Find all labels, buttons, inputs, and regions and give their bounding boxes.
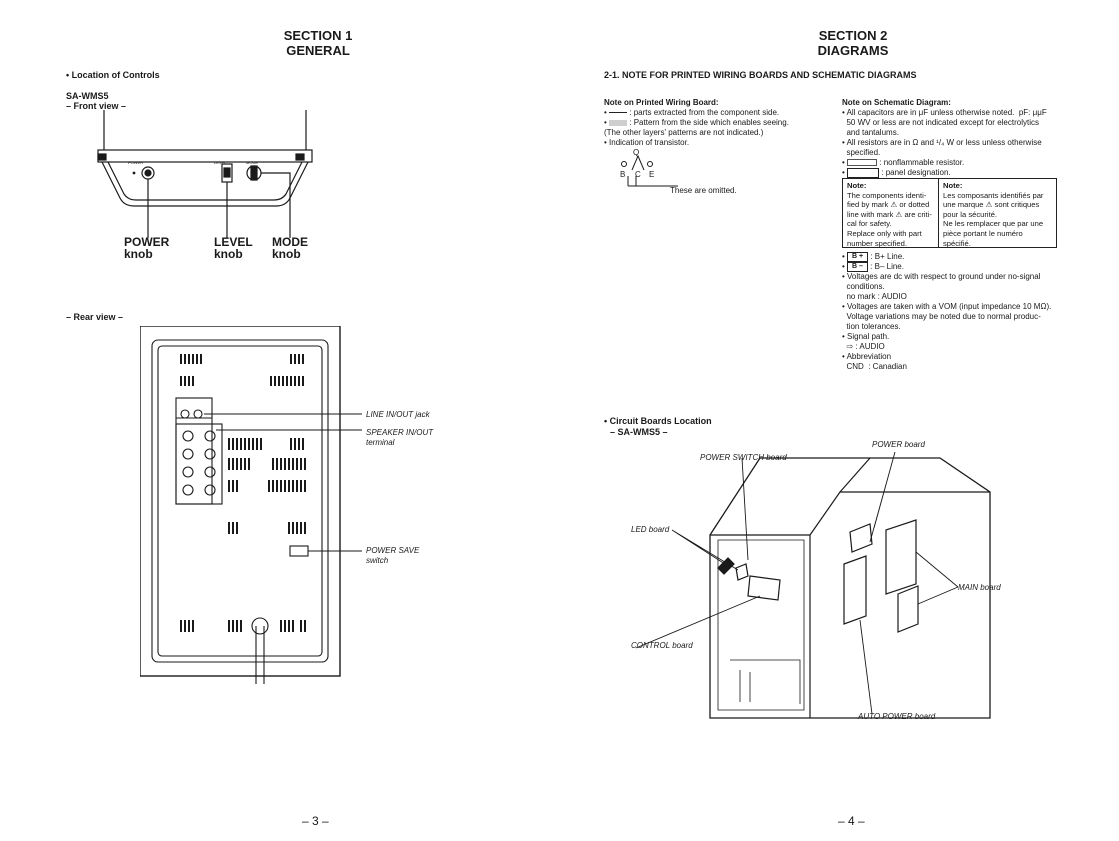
schematic-note: Note on Schematic Diagram: • All capacit…: [842, 98, 1056, 178]
led-board-label: LED board: [631, 525, 670, 534]
location-controls-bullet: • Location of Controls: [66, 70, 160, 80]
bplus-line: • B + : B+ Line.: [842, 252, 905, 262]
main-board-label: MAIN board: [958, 583, 1001, 592]
pwb-note: Note on Printed Wiring Board: • : parts …: [604, 98, 824, 148]
transistor-e: E: [649, 170, 655, 179]
safety-note-en: Note: The components identi- fied by mar…: [843, 179, 939, 248]
rear-view-caption: – Rear view –: [66, 312, 124, 322]
rear-view-diagram: [140, 326, 362, 684]
circuit-boards-diagram: [635, 451, 991, 719]
section-heading: GENERAL: [286, 43, 350, 58]
transistor-c: C: [635, 170, 641, 179]
auto-power-board-label: AUTO POWER board: [858, 712, 936, 721]
section-number: SECTION 2: [818, 28, 888, 43]
pwb-line-2: • : Pattern from the side which enables …: [604, 118, 789, 127]
front-view-diagram: [97, 110, 313, 238]
section-1-title: SECTION 1 GENERAL: [218, 28, 418, 58]
pwb-line-4: • Indication of transistor.: [604, 138, 690, 147]
model-name: SA-WMS5: [66, 91, 109, 101]
section-heading: DIAGRAMS: [817, 43, 889, 58]
front-view-caption: – Front view –: [66, 101, 127, 111]
safety-note-box: Note: The components identi- fied by mar…: [842, 178, 1057, 248]
pwb-line-1: • : parts extracted from the component s…: [604, 108, 780, 117]
power-board-label: POWER board: [872, 440, 925, 449]
boards-location-bullet: • Circuit Boards Location: [604, 416, 712, 426]
schematic-after-notes: • B + : B+ Line. • B – : B– Line. • Volt…: [842, 252, 1056, 372]
section-number: SECTION 1: [283, 28, 353, 43]
front-mode-mark: MODE: [246, 160, 258, 165]
pwb-note-title: Note on Printed Wiring Board:: [604, 98, 719, 107]
subheading-2-1: 2-1. NOTE FOR PRINTED WIRING BOARDS AND …: [604, 70, 917, 80]
page-number-3: – 3 –: [302, 814, 329, 828]
transistor-q: Q: [633, 148, 640, 157]
panel-designation-line: • : panel designation.: [842, 168, 951, 178]
power-switch-board-label: POWER SWITCH board: [700, 453, 787, 462]
bminus-line: • B – : B– Line.: [842, 262, 904, 273]
transistor-indication-diagram: [621, 154, 678, 187]
front-power-mark: POWER: [128, 160, 144, 165]
front-level-mark: LEVEL: [214, 160, 227, 165]
transistor-omitted-note: These are omitted.: [670, 186, 737, 195]
line-in-out-label: LINE IN/OUT jack: [366, 410, 430, 419]
nonflammable-line: • : nonflammable resistor.: [842, 158, 965, 167]
transistor-b: B: [620, 170, 626, 179]
section-2-title: SECTION 2 DIAGRAMS: [753, 28, 953, 58]
control-board-label: CONTROL board: [631, 641, 693, 650]
boards-model: – SA-WMS5 –: [610, 427, 668, 437]
page-number-4: – 4 –: [838, 814, 865, 828]
pwb-line-3: (The other layers' patterns are not indi…: [604, 128, 764, 137]
safety-note-fr: Note: Les composants identifiés par une …: [943, 181, 1044, 248]
schematic-note-title: Note on Schematic Diagram:: [842, 98, 951, 107]
